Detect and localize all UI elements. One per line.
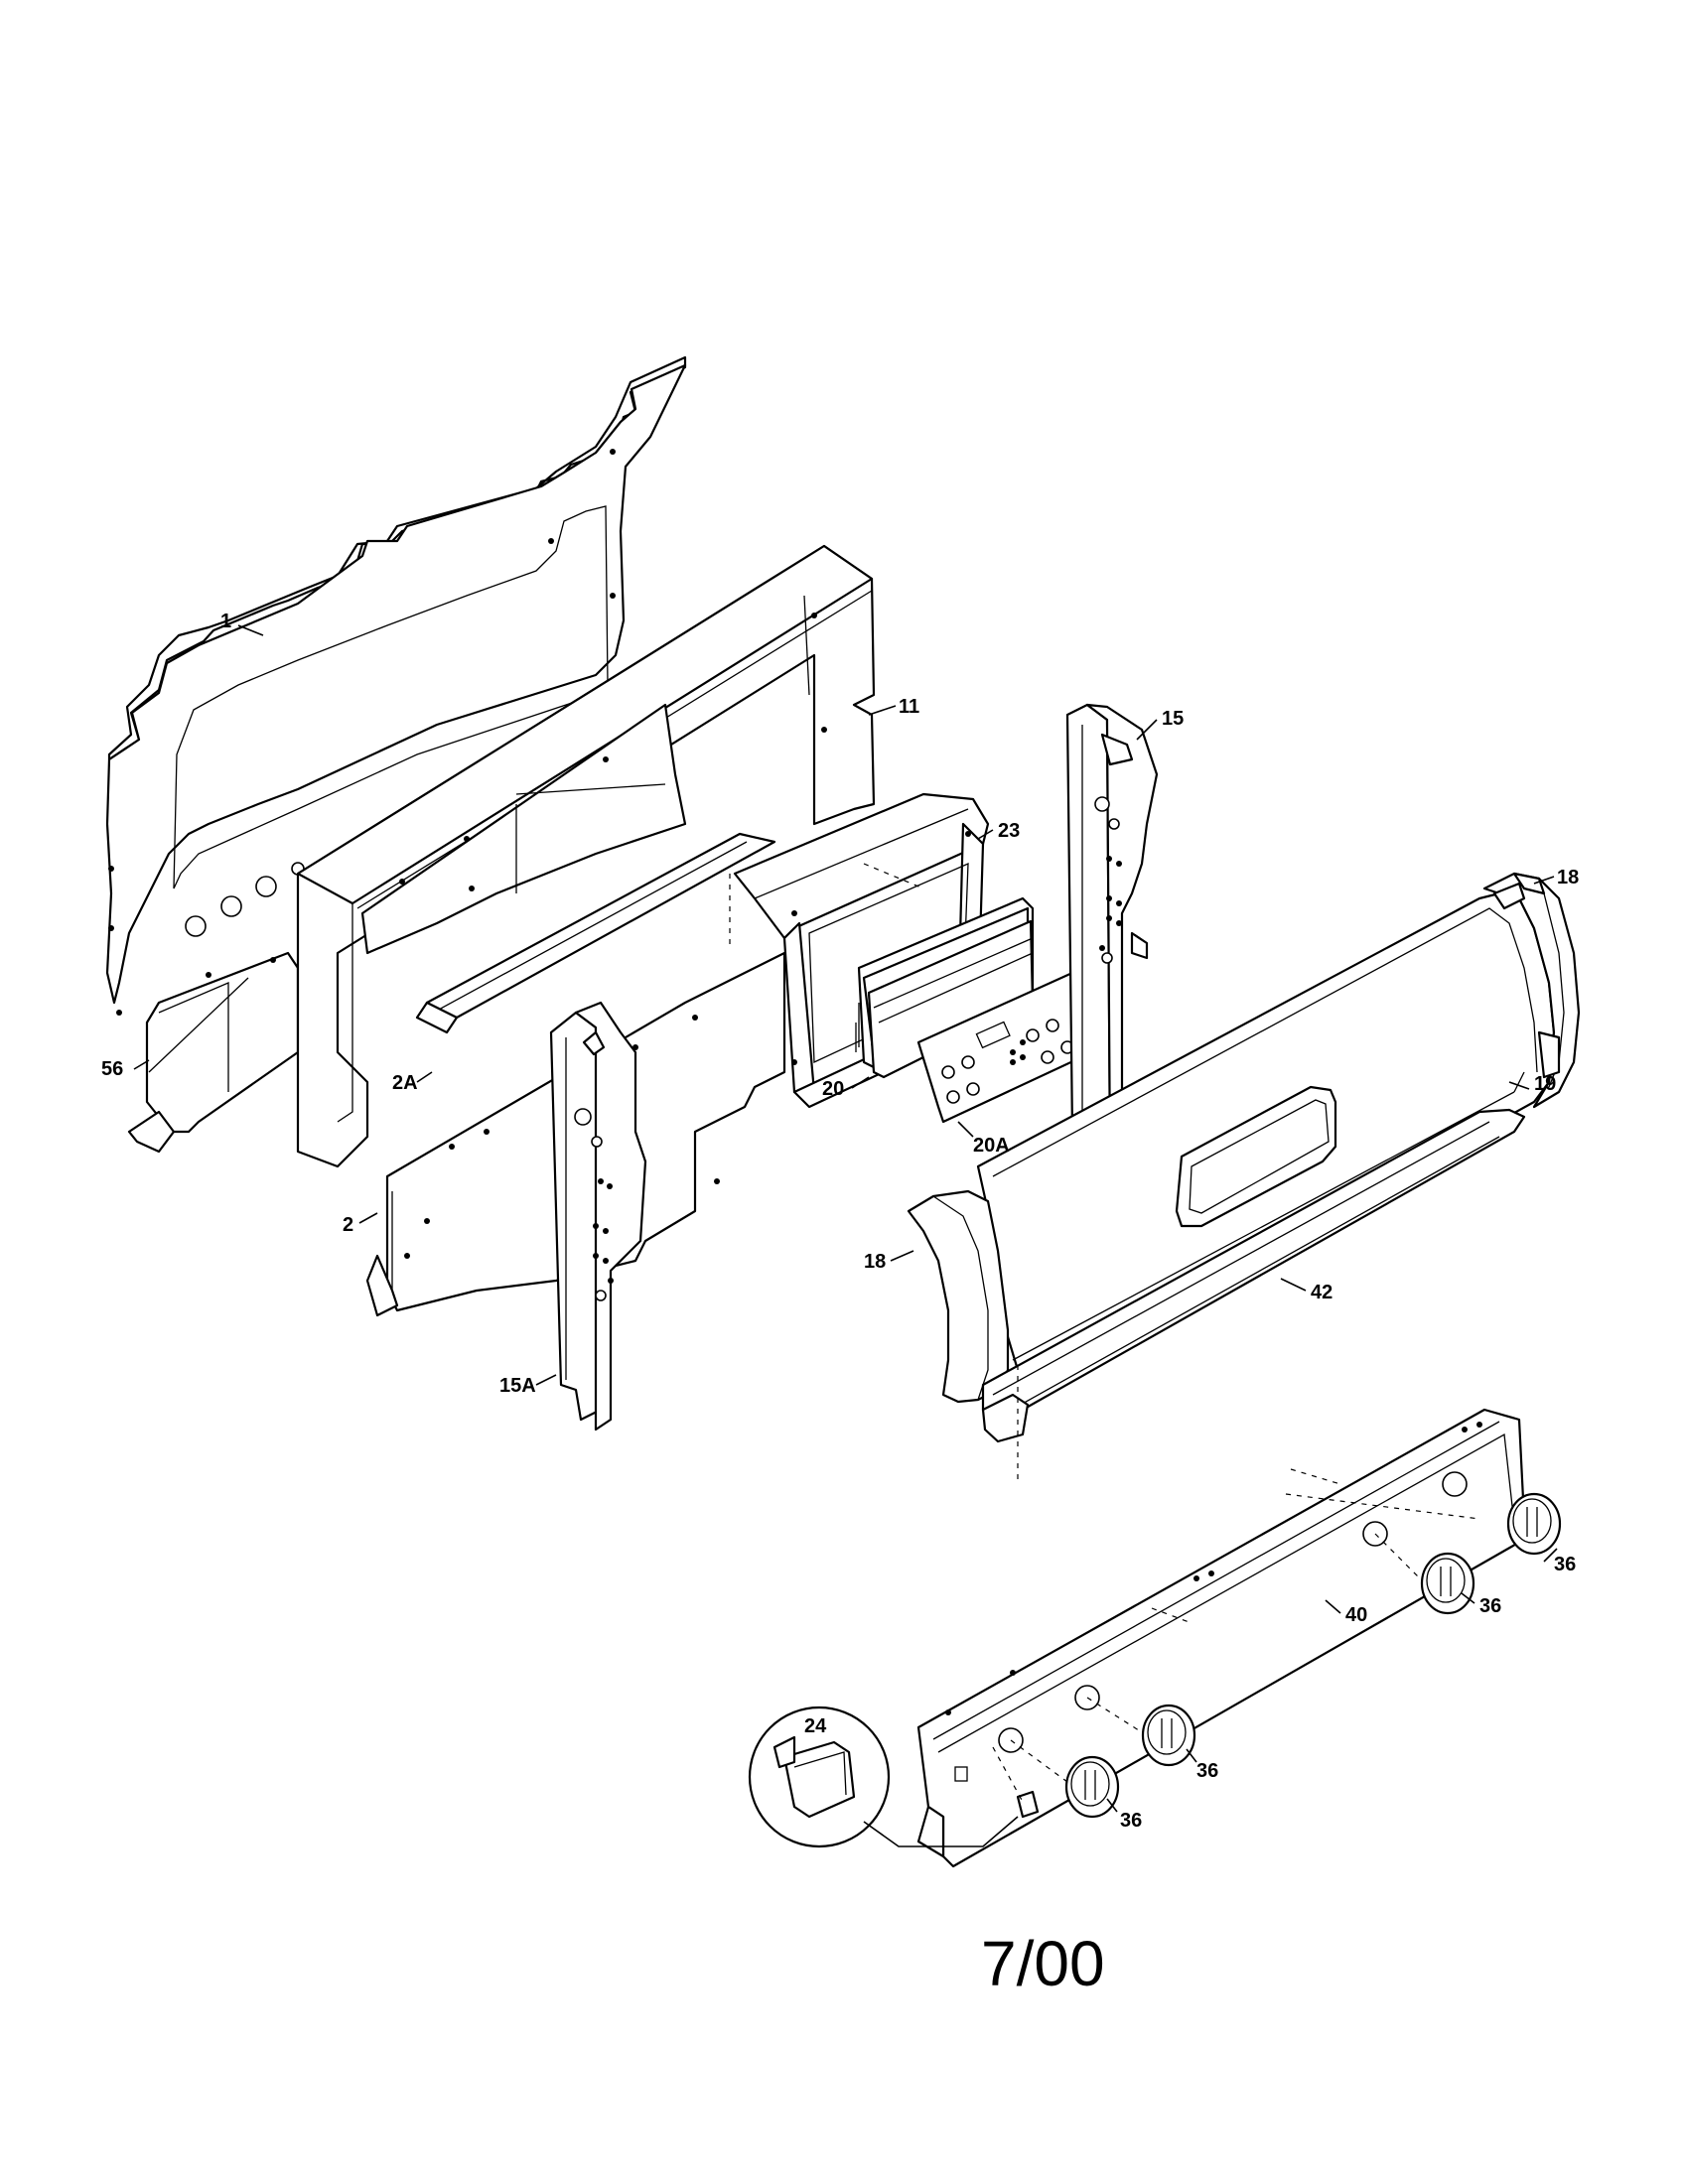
rear-panel-part-1 xyxy=(105,355,687,1016)
assembly-lines xyxy=(729,863,1480,1803)
callout-19: 19 xyxy=(1534,1073,1556,1095)
callout-36-a: 36 xyxy=(1554,1554,1576,1575)
leader-lines xyxy=(133,624,1558,1813)
callout-11: 11 xyxy=(899,696,919,718)
knob-part-36-a xyxy=(1506,1492,1562,1556)
end-cap-part-18-left xyxy=(907,1189,1010,1404)
clock-board-part-20 xyxy=(855,896,1035,1079)
callout-42: 42 xyxy=(1311,1282,1333,1303)
callout-23: 23 xyxy=(998,820,1020,842)
callout-labels: 1 11 15 23 18 56 2A 20 20A 19 2 18 42 15… xyxy=(101,611,1579,1832)
callout-40: 40 xyxy=(1345,1604,1367,1626)
knob-part-36-b xyxy=(1420,1552,1475,1615)
control-panel-part-40 xyxy=(916,1408,1536,1868)
knob-part-36-c xyxy=(1141,1704,1196,1767)
lower-bracket-part-56 xyxy=(127,951,300,1154)
side-bracket-part-15 xyxy=(1065,703,1159,1168)
callout-2A: 2A xyxy=(392,1072,418,1094)
callout-15: 15 xyxy=(1162,708,1184,730)
switch-detail-part-24 xyxy=(748,1706,1040,1848)
strip-part-2A xyxy=(415,832,776,1034)
callout-20A: 20A xyxy=(973,1135,1010,1157)
callout-36-d: 36 xyxy=(1120,1810,1142,1832)
callout-56: 56 xyxy=(101,1058,123,1080)
trim-strip-part-42 xyxy=(981,1108,1526,1443)
side-bracket-part-15A xyxy=(549,1001,647,1432)
inner-backing-panel xyxy=(360,703,687,955)
callout-18-left: 18 xyxy=(864,1251,886,1273)
backguard-frame-part-11 xyxy=(296,544,876,1168)
callout-36-c: 36 xyxy=(1196,1760,1218,1782)
end-cap-part-18-right xyxy=(1482,872,1581,1109)
knob-part-36-d xyxy=(1064,1755,1120,1819)
callout-24: 24 xyxy=(804,1715,827,1737)
callout-15A: 15A xyxy=(499,1375,536,1397)
callout-18-top: 18 xyxy=(1557,867,1579,888)
callout-1: 1 xyxy=(220,611,231,632)
callout-2: 2 xyxy=(343,1214,353,1236)
callout-20: 20 xyxy=(822,1078,844,1100)
callout-36-b: 36 xyxy=(1479,1595,1501,1617)
date-code: 7/00 xyxy=(981,1928,1105,1999)
